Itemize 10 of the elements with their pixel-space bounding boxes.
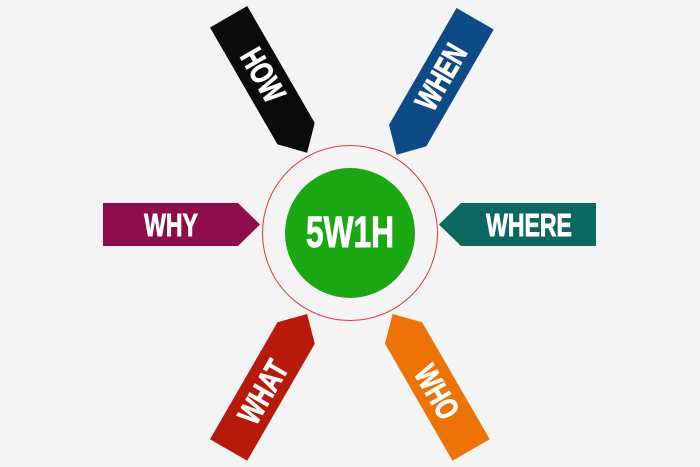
arrow-banner	[388, 8, 494, 155]
arrow-banner	[439, 203, 596, 246]
arrow-banner	[103, 203, 260, 246]
arrow-banner	[210, 314, 316, 461]
center-label: 5W1H	[306, 211, 394, 255]
banner-label: WHY	[144, 208, 198, 240]
arrow-banner	[384, 314, 490, 461]
banner-label: WHERE	[486, 208, 572, 240]
ring-outline	[262, 145, 438, 321]
arrow-banner	[210, 6, 316, 153]
